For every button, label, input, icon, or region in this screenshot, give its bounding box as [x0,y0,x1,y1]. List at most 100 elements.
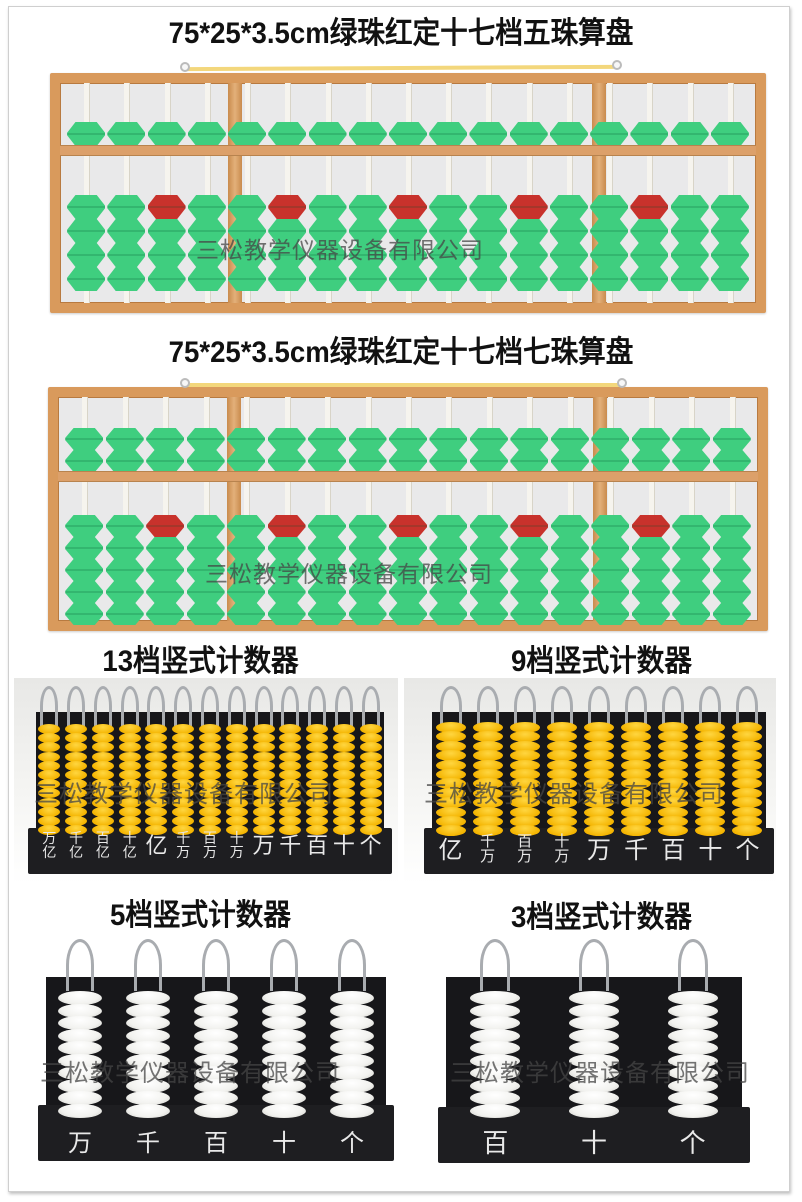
abacus-rod [566,83,572,303]
counter-bead [509,759,540,771]
abacus-rod-column [267,397,307,625]
place-value-char: 十 [332,834,355,859]
abacus-red-marker-bead [389,195,427,219]
counter-bead [359,825,382,836]
abacus-upper-bead [308,428,347,450]
place-value-char: 亿 [438,836,463,864]
abacus-lower-bead [712,515,751,537]
counter-bead [472,750,503,762]
counter-bead [194,1003,238,1018]
wire-rod [361,686,380,726]
wire-rod [550,686,573,726]
place-value-label: 十 [690,838,730,862]
counter-bead [472,759,503,771]
counter-bead [584,769,614,780]
abacus-lower-bead [670,195,709,219]
counter-bead [584,731,614,743]
place-value-char: 十 [229,831,244,847]
abacus-upper-bead [510,428,549,450]
counter-bead [359,770,382,780]
abacus-lower-bead [591,559,630,581]
counter-bead [569,1091,619,1105]
abacus-upper-bead [672,428,711,450]
abacus-upper-bead [710,122,749,146]
abacus-upper-bead [590,122,629,146]
place-value-label: 百亿 [83,832,123,860]
counter-bead [194,1103,238,1118]
abacus-lower-bead [469,195,508,219]
place-value-char: 万 [480,847,496,865]
abacus-lower-bead [227,559,266,581]
abacus-lower-bead [510,581,549,603]
counter-bead [65,770,88,780]
place-value-label: 千 [616,838,656,862]
abacus-lower-bead [710,195,749,219]
abacus-lower-bead [710,267,749,291]
counter-bead [145,797,168,808]
abacus-rod-column [186,397,226,625]
counter-bead [667,1016,718,1030]
counter-bead [225,733,248,744]
counter-bead [145,724,168,734]
abacus-rod [245,83,251,303]
counter-bead [546,797,577,809]
place-value-char: 百 [204,1129,228,1157]
counter-bead [172,760,195,771]
counter-bead [262,1041,306,1055]
counter-bead [695,769,726,780]
wire-rod [67,686,86,726]
abacus-upper-bead [429,450,468,472]
wire-rod [201,686,219,726]
counter-bead [435,750,466,762]
counter-bead [91,751,114,762]
counter-bead [332,760,355,771]
counter-bead [435,722,466,733]
wire-rod [270,939,298,991]
counter-bead [279,724,302,734]
counter-bead [145,751,168,762]
abacus-rod [124,83,130,303]
counter-bead [359,760,382,771]
place-value-label: 万 [244,836,284,858]
abacus-lower-bead [228,243,267,267]
product-title-17-rod-5-bead: 75*25*3.5cm绿珠红定十七档五珠算盘 [168,17,634,50]
counter-bead [330,1016,374,1030]
abacus-rod-column [105,397,145,625]
counter-bead [58,991,102,1005]
counter-bead [145,816,168,826]
abacus-rod [164,83,170,303]
counter-bead [172,733,195,744]
abacus-rod [526,83,532,303]
abacus-lower-bead [228,219,267,243]
place-value-char: 万 [517,847,533,865]
counter-bead [279,816,302,826]
place-value-char: 个 [359,834,382,859]
counter-bead [118,724,141,734]
abacus-lower-bead [550,581,589,603]
abacus-lower-bead [67,219,106,243]
counter-bead [569,1028,619,1043]
counter-bead [546,825,577,837]
abacus-lower-bead [348,603,387,625]
counter-bead [91,760,114,771]
abacus-lower-bead [672,581,711,603]
abacus-upper-bead [389,122,427,146]
counter-bead [279,797,302,808]
counter-bead [225,770,248,780]
counter-bead [695,750,726,762]
place-value-label: 十万 [542,834,582,864]
counter-bead [38,797,61,808]
wire-rod [308,686,327,726]
counter-bead [658,806,689,818]
counter-bead [126,1053,170,1068]
counter-bead [470,1028,521,1043]
abacus-lower-bead [591,581,630,603]
counter-bead [199,760,221,771]
counter-bead [279,825,302,836]
counter-bead [306,788,329,799]
abacus-lower-bead [631,581,670,603]
counter-bead [546,731,577,743]
place-value-label: 十万 [217,832,257,860]
abacus-lower-bead [268,219,307,243]
abacus-lower-bead [308,243,347,267]
